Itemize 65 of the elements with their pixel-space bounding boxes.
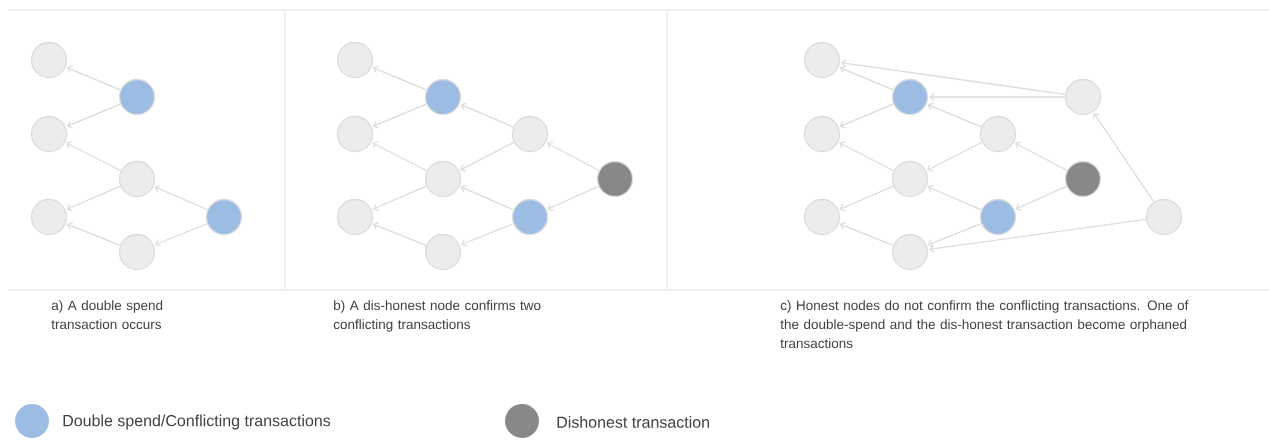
arrow bbox=[372, 103, 427, 129]
arrow bbox=[66, 185, 121, 212]
transaction-circle bbox=[424, 160, 462, 198]
arrow bbox=[1092, 112, 1155, 203]
transaction-circle bbox=[979, 115, 1017, 153]
caption: a) A double spend transaction occurs bbox=[51, 300, 163, 330]
transaction-circle bbox=[30, 198, 68, 236]
transaction-circle bbox=[803, 198, 841, 236]
transaction-circle bbox=[1064, 78, 1102, 116]
arrow bbox=[66, 103, 121, 129]
legend-label: Double spend/Conflicting transactions bbox=[63, 414, 331, 430]
transaction-circle bbox=[1064, 160, 1102, 198]
transaction-circle bbox=[336, 41, 374, 79]
arrow bbox=[839, 141, 895, 172]
transaction-circle bbox=[511, 198, 549, 236]
transaction-circle bbox=[803, 115, 841, 153]
transaction-circle bbox=[205, 198, 243, 236]
arrow bbox=[927, 223, 982, 247]
transaction-circle bbox=[336, 115, 374, 153]
transaction-circle bbox=[1145, 198, 1183, 236]
arrow bbox=[460, 102, 514, 128]
arrow bbox=[839, 103, 894, 129]
arrow bbox=[372, 65, 427, 91]
arrow bbox=[66, 141, 122, 172]
arrow bbox=[927, 141, 983, 172]
transaction-circle bbox=[891, 160, 929, 198]
transaction-circle bbox=[30, 41, 68, 79]
arrow bbox=[927, 102, 982, 128]
arrow bbox=[66, 65, 121, 91]
arrow bbox=[460, 184, 515, 211]
arrow bbox=[154, 223, 208, 247]
transaction-circle bbox=[336, 198, 374, 236]
transaction-circle bbox=[891, 78, 929, 116]
transaction-circle bbox=[118, 233, 156, 271]
transaction-circle bbox=[30, 115, 68, 153]
transaction-circle bbox=[424, 233, 462, 271]
arrow bbox=[840, 59, 1066, 96]
transaction-circle bbox=[803, 41, 841, 79]
arrow bbox=[66, 222, 121, 246]
arrow bbox=[1014, 141, 1068, 172]
arrow bbox=[927, 184, 982, 211]
arrow bbox=[546, 141, 600, 172]
arrow bbox=[1015, 185, 1068, 211]
transaction-circle bbox=[596, 160, 634, 198]
arrow bbox=[460, 141, 515, 172]
arrow bbox=[460, 223, 514, 247]
arrow bbox=[372, 141, 428, 172]
arrow bbox=[839, 222, 894, 246]
arrow bbox=[547, 185, 600, 211]
arrow bbox=[839, 65, 894, 91]
arrow bbox=[372, 185, 427, 212]
transaction-circle bbox=[891, 233, 929, 271]
transaction-circle bbox=[511, 115, 549, 153]
arrow bbox=[839, 185, 894, 212]
legend-label: Dishonest transaction bbox=[557, 416, 709, 428]
transaction-circle bbox=[118, 160, 156, 198]
transaction-circle bbox=[424, 78, 462, 116]
arrow bbox=[372, 222, 427, 246]
arrow bbox=[154, 184, 209, 211]
caption: c) Honest nodes do not confirm the conflicting transactions. One of the double-spend and the dis-honest transaction become orphaned transactions bbox=[780, 300, 1189, 349]
arrow bbox=[929, 92, 1066, 102]
transaction-circle bbox=[979, 198, 1017, 236]
caption: b) A dis-honest node confirms two conflicting transactions bbox=[333, 300, 541, 332]
transaction-circle bbox=[118, 78, 156, 116]
arrow bbox=[928, 218, 1147, 253]
